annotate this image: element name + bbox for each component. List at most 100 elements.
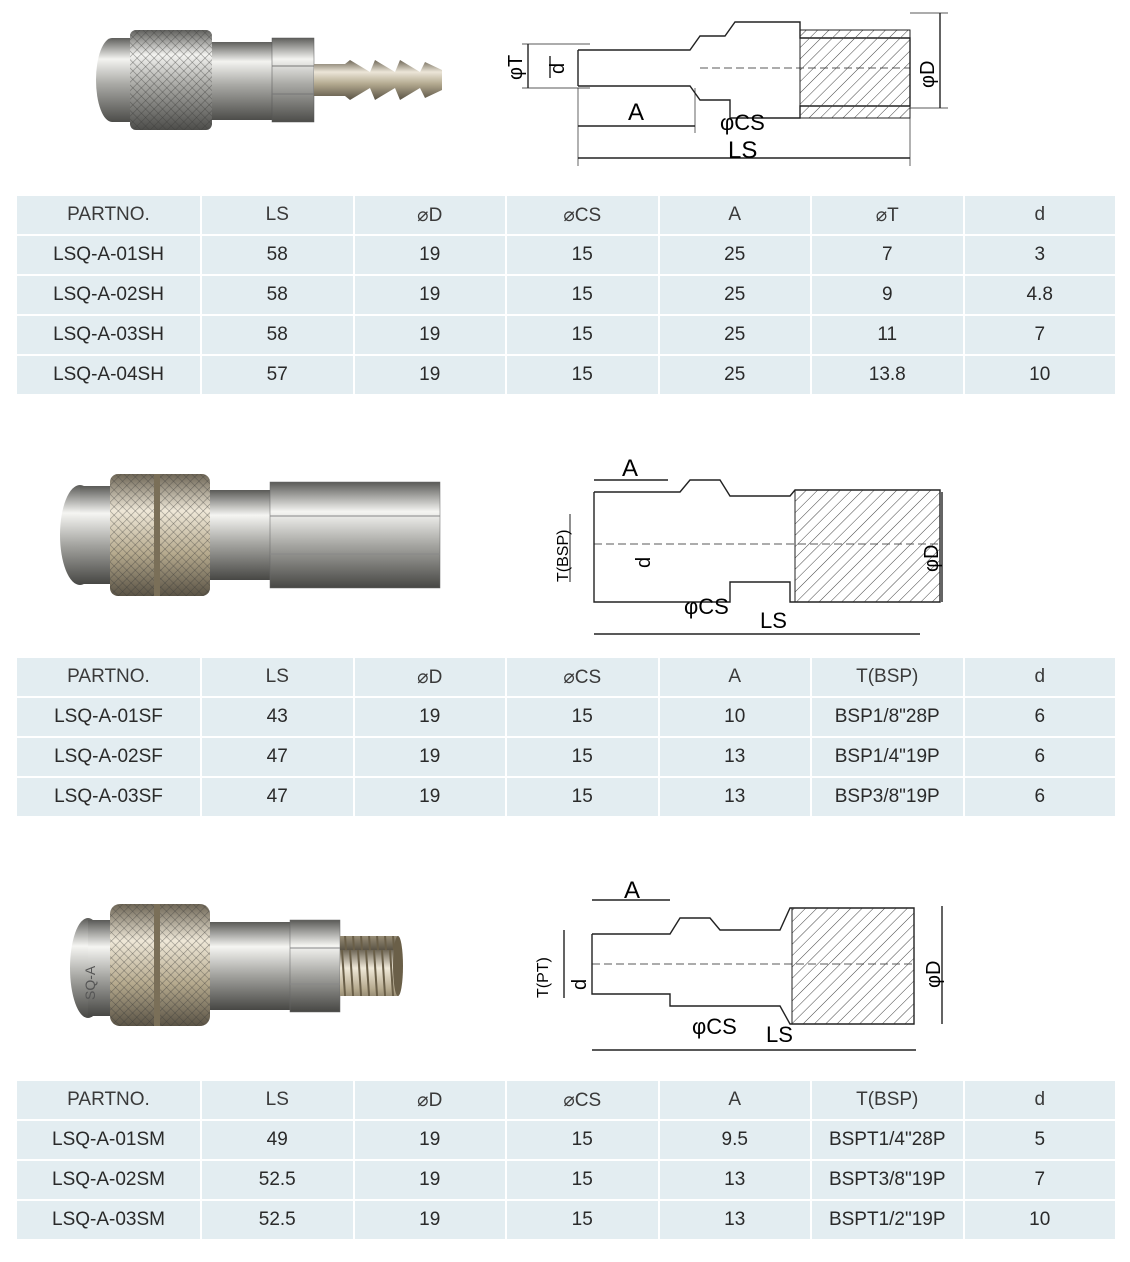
column-header: ⌀D [354, 658, 505, 696]
column-header: A [659, 1081, 810, 1119]
table-cell: 10 [659, 698, 810, 736]
drawing-label-phi-cs: φCS [692, 1014, 737, 1039]
table-cell: 19 [354, 738, 505, 776]
table-row: LSQ-A-03SM 52.5 19 15 13 BSPT1/2"19P 10 [17, 1201, 1115, 1239]
drawing-label-d: d [633, 557, 655, 568]
table-cell: 10 [964, 356, 1115, 394]
column-header: PARTNO. [17, 1081, 200, 1119]
table-cell: 52.5 [202, 1161, 353, 1199]
table-cell: LSQ-A-01SM [17, 1121, 200, 1159]
table-cell: 15 [507, 738, 658, 776]
hose-barb-spec-table: PARTNO. LS ⌀D ⌀CS A ⌀T d LSQ-A-01SH 58 1… [15, 194, 1117, 396]
section-hose-barb: φT d φD A φCS LS PARTNO. LS ⌀D ⌀CS A ⌀T … [0, 0, 1130, 410]
drawing-label-phi-d-outer: φD [917, 61, 939, 88]
table-cell: 57 [202, 356, 353, 394]
table-cell: BSP1/4"19P [812, 738, 963, 776]
male-thread-coupler-photo: SQ-A [70, 904, 403, 1026]
table-cell: 13.8 [812, 356, 963, 394]
table-row: LSQ-A-02SM 52.5 19 15 13 BSPT3/8"19P 7 [17, 1161, 1115, 1199]
table-cell: 7 [964, 1161, 1115, 1199]
table-row: LSQ-A-03SH 58 19 15 25 11 7 [17, 316, 1115, 354]
table-cell: 15 [507, 778, 658, 816]
column-header: ⌀D [354, 1081, 505, 1119]
table-cell: LSQ-A-02SH [17, 276, 200, 314]
table-cell: 19 [354, 236, 505, 274]
column-header: d [964, 196, 1115, 234]
table-row: LSQ-A-01SF 43 19 15 10 BSP1/8"28P 6 [17, 698, 1115, 736]
table-cell: 7 [812, 236, 963, 274]
table-cell: LSQ-A-03SF [17, 778, 200, 816]
table-cell: LSQ-A-03SH [17, 316, 200, 354]
table-cell: 13 [659, 1161, 810, 1199]
drawing-label-phi-d-outer: φD [921, 545, 943, 572]
table-header-row: PARTNO. LS ⌀D ⌀CS A T(BSP) d [17, 658, 1115, 696]
table-cell: 15 [507, 236, 658, 274]
column-header: PARTNO. [17, 196, 200, 234]
table-cell: 47 [202, 738, 353, 776]
table-cell: 19 [354, 316, 505, 354]
table-cell: 58 [202, 316, 353, 354]
drawing-label-a: A [624, 878, 640, 904]
table-cell: 58 [202, 276, 353, 314]
table-cell: 7 [964, 316, 1115, 354]
table-cell: 6 [964, 738, 1115, 776]
column-header: ⌀T [812, 196, 963, 234]
drawing-label-d: d [569, 979, 591, 990]
drawing-label-a: A [628, 99, 644, 126]
column-header: PARTNO. [17, 658, 200, 696]
drawing-label-ls: LS [766, 1022, 793, 1047]
drawing-label-t-pt: T(PT) [535, 957, 552, 998]
column-header: A [659, 196, 810, 234]
table-cell: LSQ-A-04SH [17, 356, 200, 394]
table-cell: 13 [659, 1201, 810, 1239]
table-cell: 13 [659, 738, 810, 776]
table-cell: 11 [812, 316, 963, 354]
table-row: LSQ-A-02SH 58 19 15 25 9 4.8 [17, 276, 1115, 314]
table-cell: 6 [964, 778, 1115, 816]
drawing-label-d: d [547, 63, 569, 74]
drawing-label-phi-cs: φCS [720, 110, 765, 135]
table-cell: BSPT3/8"19P [812, 1161, 963, 1199]
column-header: d [964, 1081, 1115, 1119]
table-cell: 9 [812, 276, 963, 314]
table-cell: 47 [202, 778, 353, 816]
table-cell: 19 [354, 1121, 505, 1159]
female-thread-technical-drawing: A T(BSP) d φD φCS LS [555, 455, 943, 635]
drawing-label-a: A [622, 455, 638, 482]
table-row: LSQ-A-04SH 57 19 15 25 13.8 10 [17, 356, 1115, 394]
table-cell: 19 [354, 698, 505, 736]
table-cell: 5 [964, 1121, 1115, 1159]
female-thread-coupler-photo [60, 474, 441, 596]
table-cell: 49 [202, 1121, 353, 1159]
hose-barb-coupler-photo [96, 30, 442, 130]
table-cell: LSQ-A-03SM [17, 1201, 200, 1239]
table-cell: BSPT1/4"28P [812, 1121, 963, 1159]
table-cell: 52.5 [202, 1201, 353, 1239]
table-cell: BSP1/8"28P [812, 698, 963, 736]
column-header: ⌀CS [507, 1081, 658, 1119]
table-cell: 15 [507, 1201, 658, 1239]
drawing-label-phi-d-outer: φD [923, 961, 945, 988]
table-row: LSQ-A-03SF 47 19 15 13 BSP3/8"19P 6 [17, 778, 1115, 816]
drawing-label-t-bsp: T(BSP) [555, 530, 572, 582]
male-thread-spec-table: PARTNO. LS ⌀D ⌀CS A T(BSP) d LSQ-A-01SM … [15, 1079, 1117, 1241]
column-header: T(BSP) [812, 658, 963, 696]
table-cell: 15 [507, 1161, 658, 1199]
table-header-row: PARTNO. LS ⌀D ⌀CS A T(BSP) d [17, 1081, 1115, 1119]
table-row: LSQ-A-01SM 49 19 15 9.5 BSPT1/4"28P 5 [17, 1121, 1115, 1159]
male-thread-technical-drawing: A T(PT) d φD φCS LS [535, 878, 945, 1051]
drawing-label-phi-t: φT [505, 55, 527, 80]
column-header: LS [202, 658, 353, 696]
column-header: LS [202, 196, 353, 234]
table-cell: LSQ-A-01SH [17, 236, 200, 274]
table-cell: 3 [964, 236, 1115, 274]
table-cell: 25 [659, 356, 810, 394]
table-cell: 15 [507, 356, 658, 394]
table-cell: 58 [202, 236, 353, 274]
column-header: A [659, 658, 810, 696]
female-thread-spec-table: PARTNO. LS ⌀D ⌀CS A T(BSP) d LSQ-A-01SF … [15, 656, 1117, 818]
table-cell: 19 [354, 1201, 505, 1239]
table-cell: 15 [507, 1121, 658, 1159]
table-cell: LSQ-A-02SM [17, 1161, 200, 1199]
table-cell: 19 [354, 356, 505, 394]
